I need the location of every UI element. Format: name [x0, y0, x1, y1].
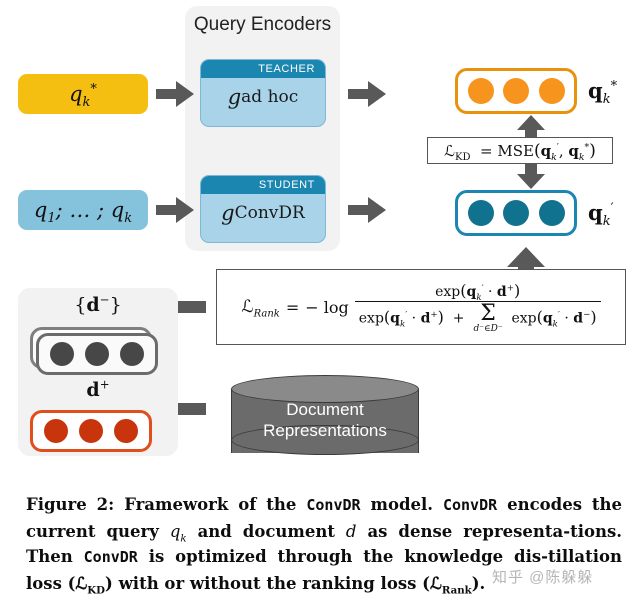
- caption-seg1: Framework of the: [124, 495, 297, 514]
- caption-loss-kd: ℒKD: [75, 573, 106, 596]
- encoder-student-fn-subscript: ConvDR: [234, 203, 305, 223]
- formula-rank-subscript: Rank: [253, 308, 280, 320]
- caption-seg8: ).: [471, 573, 486, 593]
- caption-seg6: is optimized through the knowledge dis-t…: [26, 547, 622, 593]
- vector-dot: [44, 419, 68, 443]
- figure-caption: Figure 2: Framework of the ConvDR model.…: [26, 492, 622, 596]
- formula-rank-sum-index: d⁻∈D⁻: [473, 323, 503, 334]
- vector-dot: [114, 419, 138, 443]
- caption-var-q: qk: [169, 521, 187, 544]
- formula-rank-loss-text: ℒRank = − log exp(qk′ · d+) exp(qk′ · d+…: [241, 280, 601, 334]
- document-representations-database[interactable]: Document Representations: [231, 375, 419, 471]
- caption-seg2: model.: [370, 495, 434, 514]
- database-label: Document Representations: [231, 399, 419, 441]
- query-encoders-title: Query Encoders: [193, 14, 332, 35]
- caption-seg5: as dense representa-tions. Then: [26, 521, 623, 567]
- vector-dot: [85, 342, 109, 366]
- encoder-teacher-fn-subscript: ad hoc: [241, 87, 299, 107]
- input-student-query[interactable]: q1; … ; qk: [18, 190, 148, 230]
- database-label-line2: Representations: [263, 421, 387, 440]
- formula-rank-numerator: exp(qk′ · d+): [435, 280, 521, 303]
- caption-loss-rank: ℒRank: [429, 573, 472, 596]
- vector-teacher-embedding[interactable]: [455, 68, 577, 114]
- negative-documents-label: {d−}: [74, 292, 122, 316]
- caption-prefix: Figure 2:: [26, 495, 115, 514]
- formula-rank-loss: ℒRank = − log exp(qk′ · d+) exp(qk′ · d+…: [216, 269, 626, 345]
- arrow-teacher-to-embedding-icon: [348, 81, 386, 107]
- database-label-line1: Document: [286, 400, 364, 419]
- vector-dot: [467, 200, 494, 226]
- arrow-input-to-student-icon: [156, 197, 194, 223]
- input-teacher-query-label: qk*: [69, 82, 97, 111]
- input-student-query-label: q1; … ; qk: [33, 198, 133, 227]
- vector-dot: [79, 419, 103, 443]
- vector-dot: [503, 200, 529, 226]
- vector-student-embedding[interactable]: [455, 190, 577, 236]
- encoder-teacher-fn-symbol: g: [227, 85, 242, 109]
- encoder-student-header: STUDENT: [201, 176, 325, 194]
- vector-dot: [538, 78, 565, 104]
- arrow-rank-to-student-embedding-icon: [507, 247, 545, 287]
- arrow-student-to-embedding-icon: [348, 197, 386, 223]
- formula-kd-loss-text: ℒKD = MSE(qk′, qk*): [444, 140, 596, 163]
- encoder-teacher-header: TEACHER: [201, 60, 325, 78]
- formula-rank-denominator: exp(qk′ · d+) + Σ d⁻∈D⁻ exp(qk′ · d−): [354, 300, 601, 334]
- vector-dot: [50, 342, 74, 366]
- formula-kd-op: MSE: [497, 141, 534, 160]
- cylinder-top: [231, 375, 419, 403]
- vector-teacher-embedding-label: qk*: [588, 78, 618, 108]
- vector-student-embedding-label: qk′: [588, 200, 614, 230]
- caption-model-name-1: ConvDR: [306, 496, 361, 514]
- formula-kd-loss: ℒKD = MSE(qk′, qk*): [427, 137, 613, 164]
- positive-document-vector[interactable]: [30, 410, 152, 452]
- cylinder-bottom: [231, 425, 419, 455]
- negative-document-stack-front[interactable]: [36, 333, 158, 375]
- caption-seg4: and document: [197, 521, 335, 541]
- positive-document-label: d+: [86, 377, 110, 401]
- input-teacher-query[interactable]: qk*: [18, 74, 148, 114]
- vector-dot: [120, 342, 144, 366]
- encoder-student-fn-symbol: g: [221, 201, 235, 225]
- caption-model-name-2: ConvDR: [442, 496, 498, 514]
- arrow-input-to-teacher-icon: [156, 81, 194, 107]
- caption-seg7: ) with or without the ranking loss (: [105, 573, 430, 593]
- vector-dot: [538, 200, 565, 226]
- formula-kd-subscript: KD: [454, 151, 471, 163]
- caption-model-name-3: ConvDR: [83, 548, 138, 566]
- vector-dot: [503, 78, 529, 104]
- vector-dot: [467, 78, 494, 104]
- caption-var-d: d: [345, 521, 357, 541]
- caption-seg3: encodes the current query: [26, 495, 623, 541]
